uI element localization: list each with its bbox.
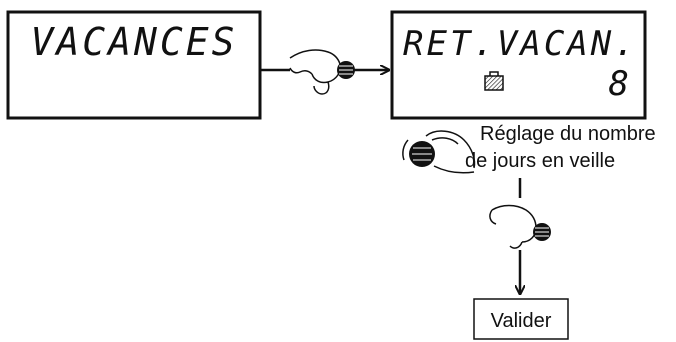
- instruction-line-2: de jours en veille: [465, 150, 615, 172]
- hand-pressing-knob-icon: [289, 49, 355, 95]
- validate-label: Valider: [491, 310, 552, 332]
- display-text-vacances: VACANCES: [30, 20, 237, 64]
- hand-turning-knob-icon: [402, 130, 476, 174]
- days-value: 8: [609, 64, 632, 104]
- instruction-line-1: Réglage du nombre: [480, 123, 656, 145]
- lcd-display-vacances: VACANCES: [6, 10, 262, 120]
- hand-pressing-knob-icon-validate: [489, 204, 551, 249]
- display-text-ret-vacan: RET.VACAN.: [403, 24, 638, 64]
- suitcase-icon: [484, 71, 504, 91]
- validate-box: Valider: [473, 298, 569, 340]
- lcd-display-ret-vacan: RET.VACAN. 8: [390, 10, 647, 120]
